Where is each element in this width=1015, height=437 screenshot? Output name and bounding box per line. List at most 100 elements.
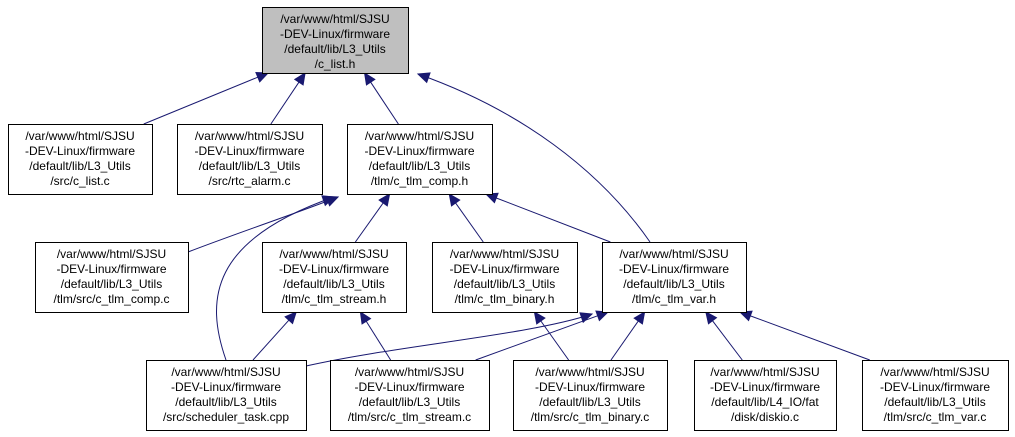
edge-line [143, 76, 259, 125]
edge-arrowhead [321, 195, 336, 207]
node-label-line: -DEV-Linux/firmware [171, 380, 281, 394]
edge-scheduler_task_cpp-to-c_tlm_stream_h [252, 311, 298, 361]
node-label-line: /default/lib/L4_IO/fat [711, 395, 819, 409]
node-box [432, 242, 578, 313]
file-node[interactable]: /var/www/html/SJSU-DEV-Linux/firmware/de… [146, 360, 307, 431]
edge-line [711, 319, 743, 361]
edge-c_tlm_binary_c-to-c_tlm_var_h [610, 311, 646, 361]
node-label-line: /src/c_list.c [50, 174, 109, 188]
edge-line [369, 81, 399, 125]
node-label-line: /var/www/html/SJSU [535, 365, 644, 379]
node-label-line: /var/www/html/SJSU [280, 12, 389, 26]
edge-arrowhead [633, 311, 646, 325]
edge-line [365, 320, 392, 361]
edge-line [475, 314, 599, 361]
edge-scheduler_task_cpp-to-c_tlm_var_h [305, 312, 594, 367]
edge-arrowhead [533, 311, 546, 325]
file-node[interactable]: /var/www/html/SJSU-DEV-Linux/firmware/de… [513, 360, 668, 431]
node-label-line: -DEV-Linux/firmware [880, 380, 990, 394]
edge-arrowhead [705, 311, 718, 325]
node-label-line: /var/www/html/SJSU [57, 247, 166, 261]
node-box [35, 242, 189, 313]
node-label-line: /tlm/src/c_tlm_stream.c [348, 410, 471, 424]
file-node[interactable]: /var/www/html/SJSU-DEV-Linux/firmware/de… [347, 124, 493, 195]
edge-rtc_alarm_c-to-c_list_h [270, 71, 306, 125]
node-label-line: -DEV-Linux/firmware [194, 144, 304, 158]
node-box [8, 124, 153, 195]
node-label-line: /tlm/c_tlm_stream.h [282, 292, 387, 306]
file-node[interactable]: /var/www/html/SJSU-DEV-Linux/firmware/de… [432, 242, 578, 313]
file-node[interactable]: /var/www/html/SJSU-DEV-Linux/firmware/de… [8, 124, 153, 195]
edge-c_tlm_stream_c-to-c_tlm_stream_h [359, 310, 392, 361]
node-box [262, 7, 409, 74]
node-label-line: /var/www/html/SJSU [619, 247, 728, 261]
edge-c_tlm_var_c-to-c_tlm_var_h [738, 310, 870, 361]
node-label-line: /default/lib/L3_Utils [539, 395, 640, 409]
edge-line [252, 319, 290, 361]
edge-arrowhead [293, 71, 306, 86]
node-label-line: /default/lib/L3_Utils [175, 395, 276, 409]
node-box [862, 360, 1009, 431]
file-node[interactable]: /var/www/html/SJSU-DEV-Linux/firmware/de… [862, 360, 1009, 431]
file-node[interactable]: /var/www/html/SJSU-DEV-Linux/firmware/de… [694, 360, 837, 431]
edge-diskio_c-to-c_tlm_var_h [705, 311, 743, 361]
file-node[interactable]: /var/www/html/SJSU-DEV-Linux/firmware/de… [177, 124, 323, 195]
node-label-line: -DEV-Linux/firmware [364, 144, 474, 158]
edge-line [305, 313, 593, 367]
node-box [694, 360, 837, 431]
node-label-line: /default/lib/L3_Utils [29, 159, 130, 173]
node-label-line: -DEV-Linux/firmware [279, 262, 389, 276]
node-label-line: /var/www/html/SJSU [279, 247, 388, 261]
node-label-line: -DEV-Linux/firmware [449, 262, 559, 276]
edge-arrowhead [579, 312, 594, 324]
edge-line [216, 196, 335, 361]
node-label-line: /var/www/html/SJSU [450, 247, 559, 261]
node-label-line: /default/lib/L3_Utils [623, 277, 724, 291]
edge-arrowhead [255, 72, 270, 83]
node-box [262, 242, 407, 313]
node-label-line: /tlm/c_tlm_var.h [632, 292, 716, 306]
edge-line [749, 315, 870, 361]
nodes-layer: /var/www/html/SJSU-DEV-Linux/firmware/de… [8, 7, 1009, 431]
node-label-line: /default/lib/L3_Utils [283, 277, 384, 291]
file-node[interactable]: /var/www/html/SJSU-DEV-Linux/firmware/de… [35, 242, 189, 313]
edge-line [495, 197, 611, 243]
node-label-line: -DEV-Linux/firmware [25, 144, 135, 158]
node-label-line: /src/rtc_alarm.c [208, 174, 290, 188]
edge-c_list_c-to-c_list_h [143, 72, 270, 125]
node-label-line: /default/lib/L3_Utils [284, 42, 385, 56]
edge-line [539, 319, 570, 361]
edge-arrowhead [416, 72, 431, 84]
edge-arrowhead [448, 193, 461, 207]
node-label-line: /tlm/c_tlm_binary.h [455, 292, 555, 306]
node-label-line: -DEV-Linux/firmware [354, 380, 464, 394]
node-label-line: /default/lib/L3_Utils [61, 277, 162, 291]
node-box [513, 360, 668, 431]
node-label-line: /var/www/html/SJSU [710, 365, 819, 379]
node-label-line: -DEV-Linux/firmware [619, 262, 729, 276]
file-node[interactable]: /var/www/html/SJSU-DEV-Linux/firmware/de… [602, 242, 747, 313]
file-node[interactable]: /var/www/html/SJSU-DEV-Linux/firmware/de… [262, 242, 407, 313]
node-label-line: /c_list.h [315, 57, 356, 71]
edge-c_tlm_stream_h-to-c_tlm_comp_h [354, 193, 391, 243]
node-label-line: /disk/diskio.c [731, 410, 799, 424]
edge-line [454, 201, 484, 243]
node-label-line: /tlm/c_tlm_comp.h [371, 174, 468, 188]
edge-arrowhead [359, 310, 372, 325]
node-label-line: /default/lib/L3_Utils [884, 395, 985, 409]
node-label-line: /default/lib/L3_Utils [369, 159, 470, 173]
file-node[interactable]: /var/www/html/SJSU-DEV-Linux/firmware/de… [330, 360, 490, 431]
node-label-line: -DEV-Linux/firmware [710, 380, 820, 394]
edge-arrowhead [284, 311, 298, 325]
edge-arrowhead [363, 71, 376, 86]
edge-line [417, 73, 651, 243]
node-label-line: /var/www/html/SJSU [355, 365, 464, 379]
node-label-line: /default/lib/L3_Utils [199, 159, 300, 173]
node-box [347, 124, 493, 195]
node-label-line: /tlm/src/c_tlm_var.c [884, 410, 987, 424]
node-label-line: /default/lib/L3_Utils [454, 277, 555, 291]
edge-c_tlm_comp_h-to-c_list_h [363, 71, 399, 125]
node-box [602, 242, 747, 313]
edge-c_tlm_binary_c-to-c_tlm_binary_h [533, 311, 570, 361]
